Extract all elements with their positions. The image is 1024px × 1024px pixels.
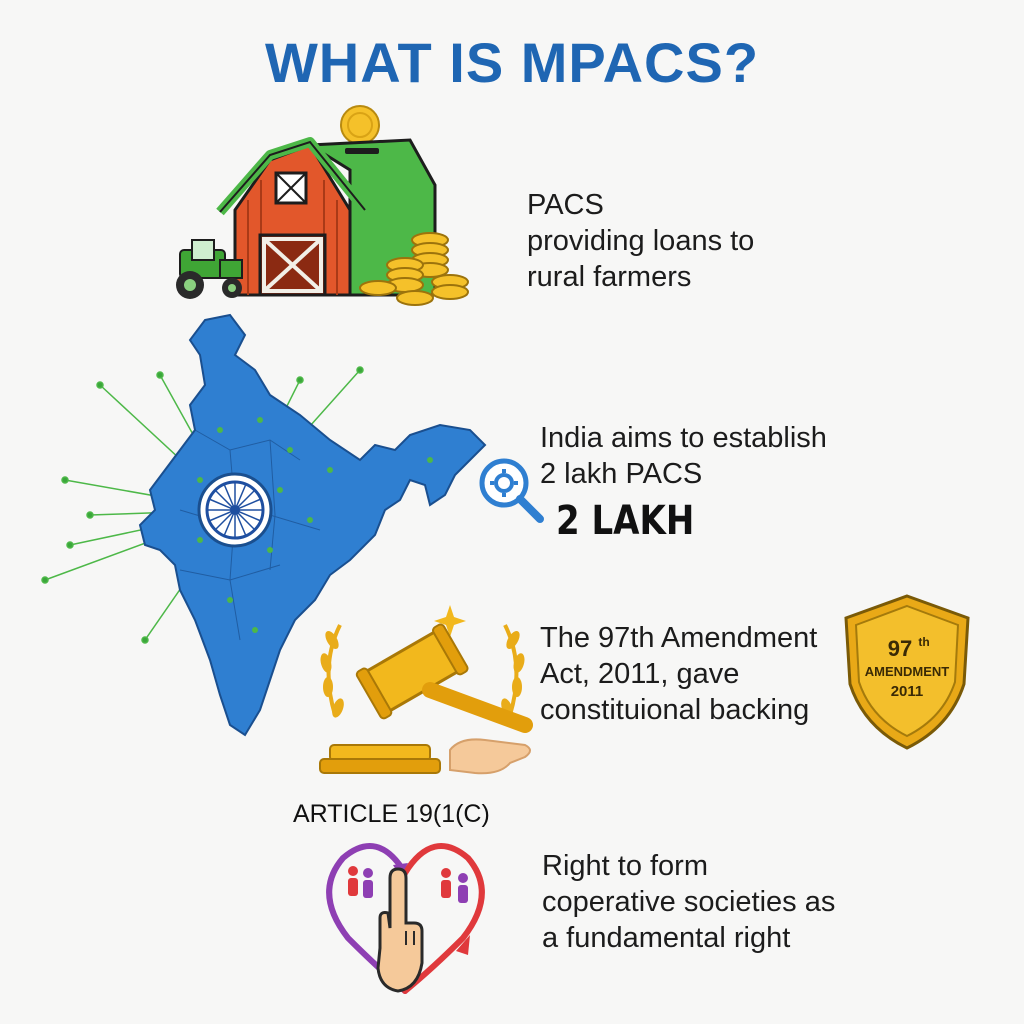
shield-number: 97 — [888, 636, 912, 661]
article-line-2: coperative societies as — [542, 886, 836, 918]
coin-stack-icon — [359, 232, 469, 306]
heart-people-icon — [326, 843, 485, 994]
amend-line-3: constituional backing — [540, 694, 810, 726]
shield-suffix: th — [918, 635, 929, 649]
pacs-description: PACS providing loans to rural farmers — [527, 187, 754, 295]
barn-icon — [176, 105, 469, 306]
pacs-line-2: providing loans to — [527, 225, 755, 257]
article-line-3: a fundamental right — [542, 922, 791, 954]
article-description: Right to form coperative societies as a … — [542, 848, 835, 956]
page-title: WHAT IS MPACS? — [264, 31, 760, 94]
lakh-highlight: 2 LAKH — [556, 498, 695, 544]
amend-line-1: The 97th Amendment — [540, 622, 818, 654]
tractor-icon — [176, 239, 243, 299]
raised-hand-icon — [376, 867, 424, 993]
pacs-line-3: rural farmers — [527, 261, 692, 293]
amendment-description: The 97th Amendment Act, 2011, gave const… — [540, 620, 817, 728]
pacs-line-1: PACS — [527, 189, 604, 221]
gavel-icon — [319, 605, 533, 775]
magnifier-gear-icon — [479, 458, 544, 523]
india-line-1: India aims to establish — [540, 422, 827, 454]
shield-label: AMENDMENT — [865, 664, 950, 679]
ashoka-chakra-icon — [197, 472, 273, 548]
coin-icon — [340, 105, 380, 145]
amend-line-2: Act, 2011, gave — [540, 658, 740, 690]
shield-year: 2011 — [891, 683, 924, 700]
article-heading: ARTICLE 19(1(C) — [293, 800, 490, 828]
india-description: India aims to establish 2 lakh PACS — [540, 420, 827, 492]
india-line-2: 2 lakh PACS — [540, 458, 703, 490]
india-map-icon — [41, 313, 487, 737]
amendment-shield-icon: 97 th AMENDMENT 2011 — [844, 594, 970, 750]
article-line-1: Right to form — [542, 850, 708, 882]
